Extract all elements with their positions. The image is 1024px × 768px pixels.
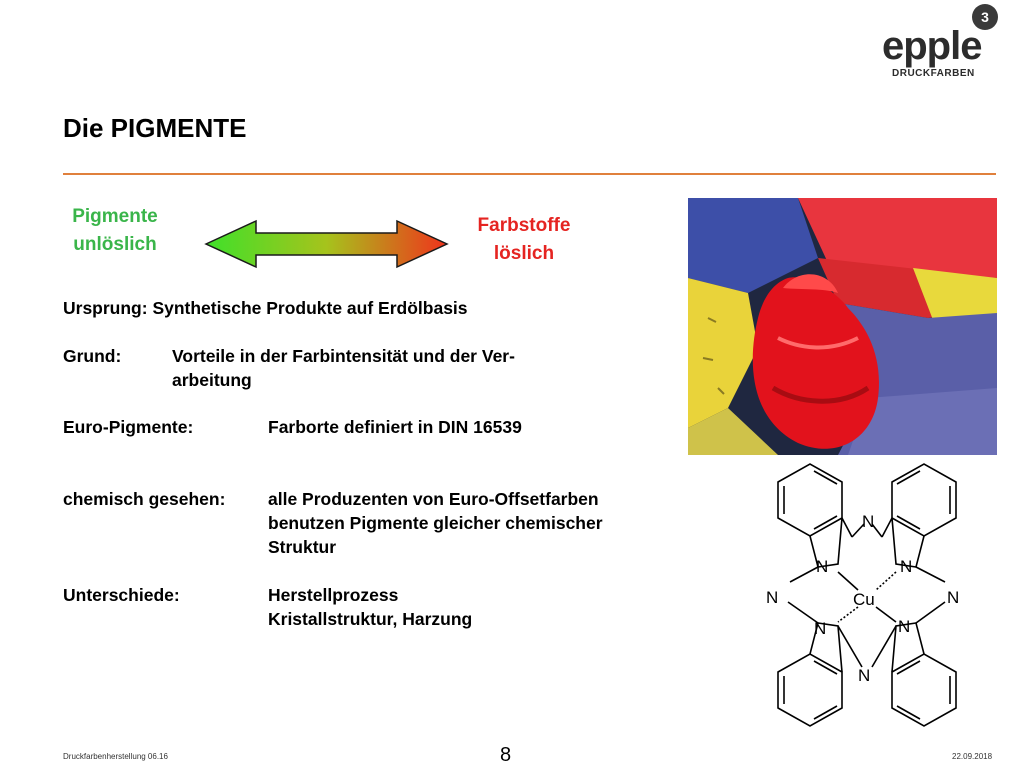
nitrogen-right: N [947,588,959,607]
chemisch-label: chemisch gesehen: [63,489,226,509]
title-divider [63,173,996,175]
unterschiede-line1: Herstellprozess [268,585,399,605]
pigmente-label: Pigmente unlöslich [60,203,170,259]
grund-value: Vorteile in der Farbintensität und der V… [172,344,515,392]
farbstoffe-label-line2: löslich [493,243,555,264]
nitrogen-bottom: N [858,666,870,685]
pigmente-label-line2: unlöslich [73,234,157,255]
epple-logo: 3 epple DRUCKFARBEN [878,4,1008,84]
copper-phthalocyanine-structure: N N N N N Cu N N N [766,463,959,727]
unterschiede-line2: Kristallstruktur, Harzung [268,609,473,629]
grund-label: Grund: [63,346,122,366]
farbstoffe-label: Farbstoffe löslich [462,212,586,268]
logo-subtitle: DRUCKFARBEN [892,68,975,79]
pigmente-label-line1: Pigmente [72,206,158,227]
chemisch-line1: alle Produzenten von Euro-Offsetfarben [268,489,599,509]
euro-pigmente-label: Euro-Pigmente: [63,417,194,437]
pigment-bags-photo [688,198,997,455]
nitrogen-lower-left: N [814,619,826,638]
copper-atom-label: Cu [853,590,875,609]
double-arrow-icon [204,219,449,269]
slide-title: Die PIGMENTE [63,113,247,143]
chemisch-line2: benutzen Pigmente gleicher chemischer [268,513,603,533]
chemisch-line3: Struktur [268,537,337,557]
page-number: 8 [500,744,512,766]
logo-badge: 3 [972,4,998,30]
nitrogen-lower-right: N [898,617,910,636]
grund-line1: Vorteile in der Farbintensität und der V… [172,346,515,366]
unterschiede-label: Unterschiede: [63,585,180,605]
euro-pigmente-value: Farborte definiert in DIN 16539 [268,417,522,437]
footer-left-text: Druckfarbenherstellung 06.16 [63,752,168,761]
unterschiede-value: Herstellprozess Kristallstruktur, Harzun… [268,583,472,631]
nitrogen-left: N [766,588,778,607]
footer-date: 22.09.2018 [952,752,993,761]
logo-wordmark: epple [882,24,982,68]
nitrogen-upper-right: N [900,557,912,576]
grund-line2: arbeitung [172,370,252,390]
nitrogen-top: N [862,512,874,531]
farbstoffe-label-line1: Farbstoffe [477,215,571,236]
ursprung-text: Ursprung: Synthetische Produkte auf Erdö… [63,298,468,318]
chemisch-value: alle Produzenten von Euro-Offsetfarben b… [268,487,603,559]
nitrogen-upper-left: N [816,557,828,576]
